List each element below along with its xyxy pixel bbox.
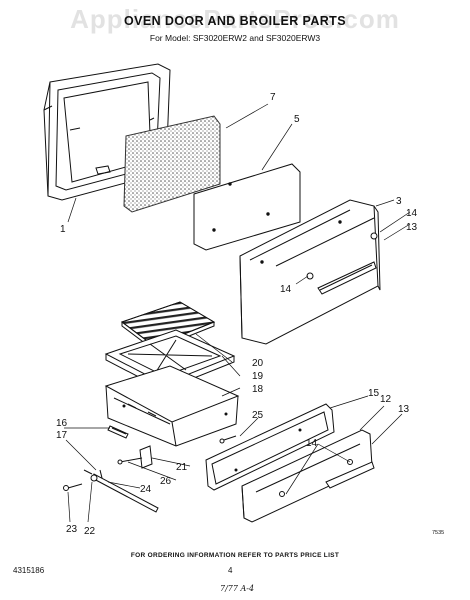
callout-12: 12 [380,394,392,405]
part-number: 4315186 [13,566,45,575]
drawer-screw [219,435,237,444]
callout-1: 1 [60,224,66,235]
callout-3: 3 [396,196,402,207]
callout-17: 17 [56,430,68,441]
broiler-bracket [107,425,129,439]
broiler-drawer [104,365,240,447]
callout-5: 5 [294,114,300,125]
callout-13-door: 13 [406,222,418,233]
ordering-note: FOR ORDERING INFORMATION REFER TO PARTS … [130,552,340,559]
callout-20: 20 [252,358,264,369]
door-glass-panel [193,163,301,251]
callout-18: 18 [252,384,264,395]
callout-26: 26 [160,476,172,487]
page-number: 4 [228,566,233,575]
callout-labels: 1 7 5 3 14 13 14 20 19 18 25 15 12 13 16… [56,92,418,537]
broiler-inner-panel [205,403,335,491]
watermark: AppliancePartsPros.com [70,4,400,34]
callout-22: 22 [84,526,96,537]
callout-16: 16 [56,418,68,429]
outer-oven-door [239,199,381,345]
broiler-outer-door [241,429,375,523]
callout-13-broiler: 13 [398,404,410,415]
handwritten-note: 7/77 A-4 [220,584,255,593]
broiler-grid [120,301,216,351]
model-subtitle: For Model: SF3020ERW2 and SF3020ERW3 [149,33,321,43]
callout-23: 23 [66,524,78,535]
drawing-code: 7535 [432,530,445,536]
callout-7: 7 [270,92,276,103]
callout-14-broiler: 14 [306,438,318,449]
door-insulation [123,115,221,213]
callout-24: 24 [140,484,152,495]
latch-assembly [117,445,153,469]
callout-25: 25 [252,410,264,421]
leader-lines [64,103,411,523]
broiler-slide-rod [63,469,159,513]
callout-14-handle: 14 [280,284,292,295]
callout-21: 21 [176,462,188,473]
callout-15: 15 [368,388,380,399]
diagram-title: OVEN DOOR AND BROILER PARTS [124,14,346,28]
callout-14-door: 14 [406,208,418,219]
callout-19: 19 [252,371,264,382]
